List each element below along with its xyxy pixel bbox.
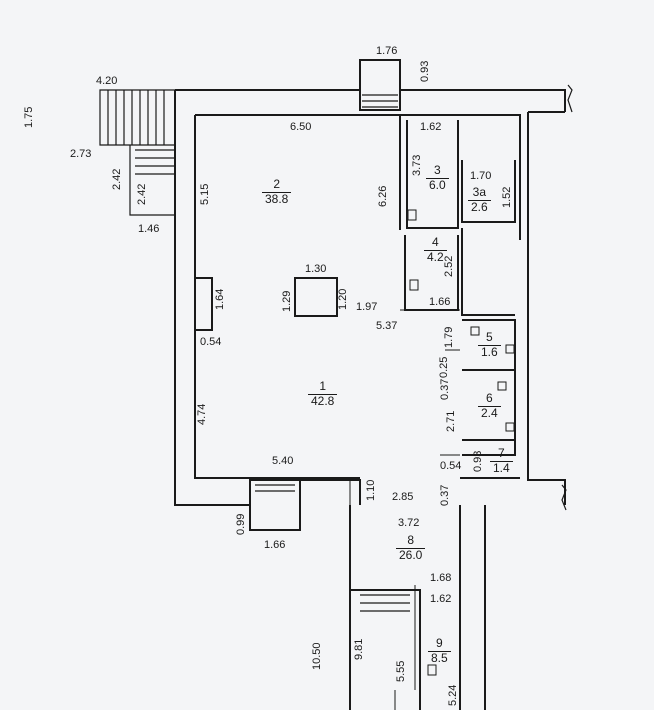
- partition: [461, 160, 516, 223]
- dimension-label: 2.73: [70, 148, 92, 160]
- room-area: 1.4: [493, 460, 510, 475]
- dimension-label: 1.76: [376, 45, 398, 57]
- room-number: 8: [396, 533, 426, 549]
- dimension-label: 5.55: [395, 660, 407, 682]
- dimension-label: 1.62: [420, 121, 442, 133]
- room-area: 1.6: [481, 344, 498, 359]
- break-marks: [561, 84, 573, 511]
- dimension-label: 0.93: [472, 450, 484, 472]
- room-label: 3 6.0: [426, 163, 449, 193]
- room-area: 2.6: [471, 199, 488, 214]
- room-label: 9 8.5: [428, 636, 451, 666]
- entrance-steps: [255, 94, 398, 492]
- room-label: 6 2.4: [478, 391, 501, 421]
- room-number: 7: [490, 446, 513, 462]
- stair-corridor: [350, 589, 421, 710]
- dimension-label: 1.46: [138, 223, 160, 235]
- dimension-lines: [349, 309, 460, 710]
- wall: [195, 277, 213, 331]
- dimension-label: 10.50: [311, 642, 323, 670]
- room-number: 6: [478, 391, 501, 407]
- room-label: 5 1.6: [478, 330, 501, 360]
- dimension-label: 1.68: [430, 572, 452, 584]
- dimension-label: 1.64: [214, 288, 226, 310]
- room-label: 4 4.2: [424, 235, 447, 265]
- room-label: 7 1.4: [490, 446, 513, 476]
- entrance-top: [359, 59, 401, 111]
- dimension-label: 6.26: [377, 185, 389, 207]
- dimension-label: 3.73: [411, 154, 423, 176]
- outer-wall: [400, 114, 521, 240]
- room-number: 2: [262, 177, 292, 193]
- dimension-label: 9.81: [353, 638, 365, 660]
- room-area: 38.8: [265, 191, 289, 206]
- room-number: 9: [428, 636, 451, 652]
- dimension-label: 1.10: [365, 479, 377, 501]
- outer-wall: [527, 112, 566, 505]
- room-area: 6.0: [429, 177, 446, 192]
- room-number: 1: [308, 379, 338, 395]
- dimension-label: 0.25: [438, 356, 450, 378]
- dimension-label: 1.70: [470, 170, 492, 182]
- dimension-label: 0.54: [200, 336, 222, 348]
- dimension-label: 2.71: [445, 410, 457, 432]
- room-area: 42.8: [311, 393, 335, 408]
- room-area: 26.0: [399, 547, 423, 562]
- dimension-label: 1.30: [305, 263, 327, 275]
- dimension-label: 0.99: [235, 513, 247, 535]
- dimension-label: 5.24: [447, 684, 459, 706]
- entrance-bottom: [249, 479, 301, 531]
- dimension-label: 1.20: [337, 288, 349, 310]
- dimension-label: 4.74: [196, 403, 208, 425]
- room-number: 3: [426, 163, 449, 179]
- dimension-label: 1.66: [264, 539, 286, 551]
- fixtures: [407, 209, 515, 676]
- dimension-label: 5.37: [376, 320, 398, 332]
- room-area: 2.4: [481, 405, 498, 420]
- dimension-label: 6.50: [290, 121, 312, 133]
- dimension-label: 5.15: [199, 183, 211, 205]
- dimension-label: 5.40: [272, 455, 294, 467]
- room-label: 1 42.8: [308, 379, 338, 409]
- outer-wall: [174, 90, 250, 506]
- dimension-label: 2.85: [392, 491, 414, 503]
- dimension-label: 2.42: [111, 168, 123, 190]
- outer-wall: [400, 89, 566, 112]
- partition: [406, 120, 459, 229]
- column: [294, 277, 338, 317]
- room-area: 8.5: [431, 650, 448, 665]
- dimension-label: 3.72: [398, 517, 420, 529]
- dimension-label: 1.66: [429, 296, 451, 308]
- dimension-label: 0.37: [439, 378, 451, 400]
- dimension-label: 1.52: [501, 186, 513, 208]
- dimension-label: 2.42: [136, 183, 148, 205]
- dimension-label: 0.93: [419, 60, 431, 82]
- dimension-label: 0.54: [440, 460, 462, 472]
- dimension-label: 1.29: [281, 290, 293, 312]
- outer-wall: [300, 479, 361, 505]
- outer-wall: [194, 115, 360, 479]
- room-label: 2 38.8: [262, 177, 292, 207]
- room-area: 4.2: [427, 249, 444, 264]
- stairs-left: [99, 89, 176, 216]
- room-label: 8 26.0: [396, 533, 426, 563]
- room-label: 3a 2.6: [468, 185, 491, 215]
- dimension-label: 4.20: [96, 75, 118, 87]
- dimension-label: 1.97: [356, 301, 378, 313]
- partition: [461, 228, 515, 316]
- partition: [462, 319, 516, 456]
- dimension-label: 2.52: [443, 255, 455, 277]
- dimension-label: 1.62: [430, 593, 452, 605]
- dimension-label: 1.79: [443, 326, 455, 348]
- stairs-bottom: [360, 594, 410, 612]
- dimension-label: 0.37: [439, 484, 451, 506]
- dimension-label: 1.75: [23, 106, 35, 128]
- room-number: 3a: [468, 185, 491, 201]
- room-number: 4: [424, 235, 447, 251]
- room-number: 5: [478, 330, 501, 346]
